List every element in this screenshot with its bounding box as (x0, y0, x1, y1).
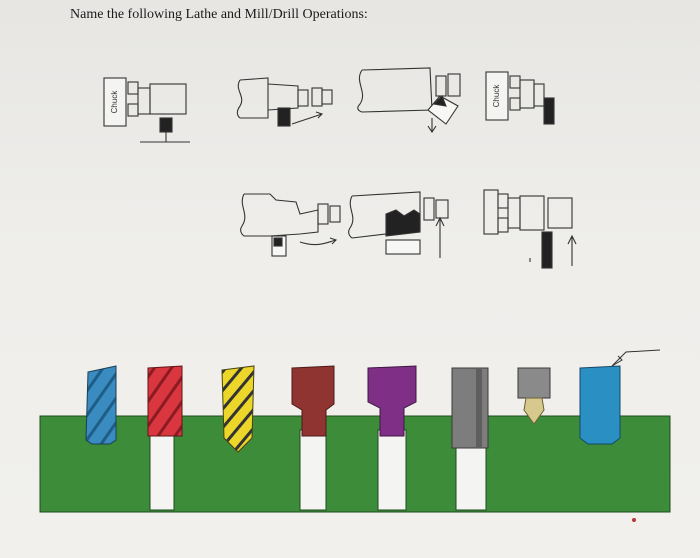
page-title: Name the following Lathe and Mill/Drill … (70, 7, 368, 22)
tool-7-countersink (517, 367, 551, 425)
lathe-op-2-diagram (236, 77, 333, 127)
tool-3-spiral-drill (221, 365, 255, 453)
tool-2-spiral-end-mill (147, 365, 183, 437)
chuck-label: Chuck (110, 90, 119, 114)
chuck-label: Chuck (492, 84, 501, 108)
hole-4 (299, 429, 327, 511)
tool-1-spiral-end-mill (85, 365, 117, 445)
tool-6-reamer (451, 367, 489, 449)
stray-mark (632, 518, 636, 522)
lathe-op-4-diagram: Chuck (485, 71, 555, 125)
hole-2 (149, 429, 175, 511)
workpiece-plate (39, 415, 671, 513)
lathe-op-7-diagram (483, 189, 577, 269)
tool-4-counterbore (291, 365, 335, 437)
lathe-op-5-diagram (240, 193, 341, 257)
lathe-diagrams: Chuck (103, 67, 577, 269)
hole-5 (377, 429, 407, 511)
tool-8-tap (579, 349, 661, 445)
lathe-op-6-diagram (348, 191, 449, 258)
lathe-op-1-diagram: Chuck (103, 77, 190, 143)
tool-5-counterbore (367, 365, 417, 437)
lathe-op-3-diagram (357, 67, 461, 133)
